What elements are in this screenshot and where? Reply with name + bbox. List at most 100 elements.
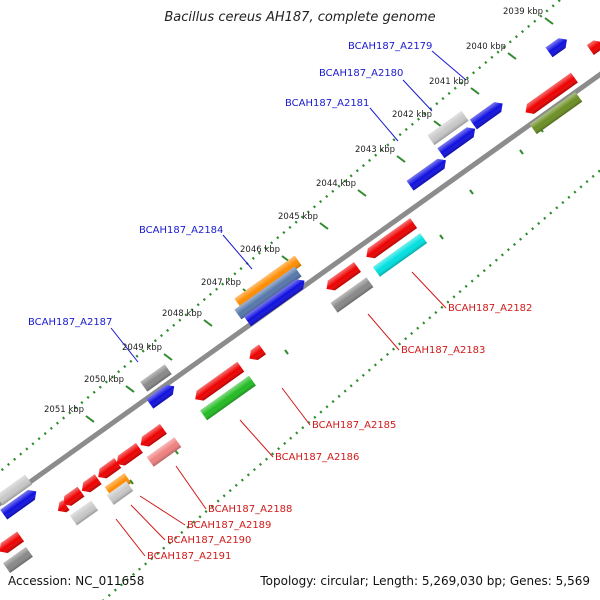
gene-arrow-shade <box>200 375 256 421</box>
gene-arrow-shade <box>469 102 503 130</box>
gene-arrow-shade <box>116 442 143 466</box>
kbp-tick-mark <box>470 87 480 95</box>
gene-arrow <box>427 110 469 146</box>
kbp-tick-label: 2046 kbp <box>240 245 280 255</box>
gene-label-reverse: BCAH187_A2183 <box>401 345 485 356</box>
gene-arrow-shade <box>0 489 37 520</box>
genome-summary-text: Topology: circular; Length: 5,269,030 bp… <box>260 574 590 588</box>
gene-label-forward: BCAH187_A2187 <box>28 317 112 328</box>
kbp-tick-label: 2039 kbp <box>503 7 543 17</box>
gene-label-reverse: BCAH187_A2185 <box>312 420 396 431</box>
gene-label-reverse: BCAH187_A2188 <box>208 504 292 515</box>
leader-line <box>139 495 186 526</box>
kbp-tick-label: 2047 kbp <box>201 278 241 288</box>
gene-label-forward: BCAH187_A2180 <box>319 68 403 79</box>
gene-arrow-shade <box>57 500 70 513</box>
kbp-tick-mark <box>396 155 406 163</box>
gene-arrow <box>249 344 266 361</box>
gene-arrow-shade <box>195 361 245 401</box>
gene-arrow-shade <box>106 481 134 505</box>
leader-line <box>239 419 274 458</box>
leader-line <box>175 465 207 510</box>
gene-arrow-shade <box>529 91 583 135</box>
kbp-tick-label: 2045 kbp <box>278 212 318 222</box>
leader-line <box>281 387 311 426</box>
gene-arrow-shade <box>0 531 25 553</box>
gene-arrow <box>234 266 302 320</box>
gene-arrow <box>366 218 418 259</box>
gene-arrow <box>437 127 476 159</box>
gene-arrow <box>116 442 143 466</box>
gene-arrow <box>406 158 446 191</box>
gene-arrow <box>69 500 99 526</box>
gene-arrow-shade <box>104 473 132 497</box>
kbp-tick-mark <box>357 189 367 197</box>
gene-arrow-shade <box>69 500 99 526</box>
gene-arrow <box>586 40 600 55</box>
gene-arrow <box>98 458 122 479</box>
leader-line <box>402 79 433 112</box>
accession-text: Accession: NC_011658 <box>8 574 145 588</box>
kbp-tick-label: 2050 kbp <box>84 375 124 385</box>
tick-mark <box>469 189 474 195</box>
gene-arrow-shade <box>545 38 567 58</box>
gene-arrow <box>469 102 503 130</box>
gene-label-forward: BCAH187_A2179 <box>348 41 432 52</box>
gene-arrow-shade <box>525 72 578 114</box>
gene-arrow <box>140 364 172 392</box>
kbp-tick-mark <box>507 52 517 60</box>
kbp-tick-label: 2043 kbp <box>355 145 395 155</box>
gene-arrow-shade <box>372 233 428 277</box>
gene-arrow <box>244 279 305 327</box>
kbp-tick-label: 2042 kbp <box>392 110 432 120</box>
gene-arrow <box>200 375 256 421</box>
gene-arrow-shade <box>427 110 469 146</box>
kbp-tick-label: 2049 kbp <box>122 343 162 353</box>
tick-mark <box>129 479 134 485</box>
gene-arrow-shade <box>81 474 102 493</box>
kbp-tick-label: 2040 kbp <box>466 42 506 52</box>
gene-arrow <box>525 72 578 114</box>
gene-label-reverse: BCAH187_A2191 <box>147 551 231 562</box>
gene-arrow-shade <box>244 279 305 327</box>
gene-arrow-shade <box>437 127 476 159</box>
kbp-tick-mark <box>544 17 554 25</box>
gene-arrow-shade <box>234 255 302 309</box>
gene-arrow <box>195 361 245 401</box>
gene-label-forward: BCAH187_A2181 <box>285 98 369 109</box>
gene-arrow-shade <box>98 458 122 479</box>
gene-arrow-shade <box>146 437 182 467</box>
gene-arrow-shade <box>140 364 172 392</box>
gene-arrow <box>372 233 428 277</box>
gene-label-reverse: BCAH187_A2186 <box>275 452 359 463</box>
gene-arrow-shade <box>326 262 361 291</box>
kbp-tick-label: 2048 kbp <box>162 309 202 319</box>
gene-label-reverse: BCAH187_A2190 <box>167 535 251 546</box>
gene-label-reverse: BCAH187_A2189 <box>187 520 271 531</box>
gene-arrow-shade <box>234 266 302 320</box>
gene-arrow-shade <box>63 486 85 506</box>
kbp-tick-mark <box>203 319 213 327</box>
gene-arrow-shade <box>586 40 600 55</box>
leader-line <box>110 327 139 363</box>
gene-arrow-shade <box>249 344 266 361</box>
gene-arrow-shade <box>330 277 374 313</box>
gene-arrow-shade <box>406 158 446 191</box>
gene-label-forward: BCAH187_A2184 <box>139 225 223 236</box>
gene-arrow <box>81 474 102 493</box>
gene-arrow-shade <box>140 423 167 447</box>
kbp-tick-mark <box>163 353 173 361</box>
gene-arrow <box>326 262 361 291</box>
gene-arrow <box>330 277 374 313</box>
kbp-tick-mark <box>319 222 329 230</box>
gene-arrow <box>146 437 182 467</box>
gene-arrow <box>146 384 175 409</box>
gene-arrow-shade <box>0 474 33 506</box>
leader-line <box>367 313 400 351</box>
gene-arrow <box>106 481 134 505</box>
leader-line <box>431 50 467 81</box>
kbp-tick-label: 2051 kbp <box>44 405 84 415</box>
leader-line <box>222 234 253 270</box>
gene-arrow-shade <box>366 218 418 259</box>
